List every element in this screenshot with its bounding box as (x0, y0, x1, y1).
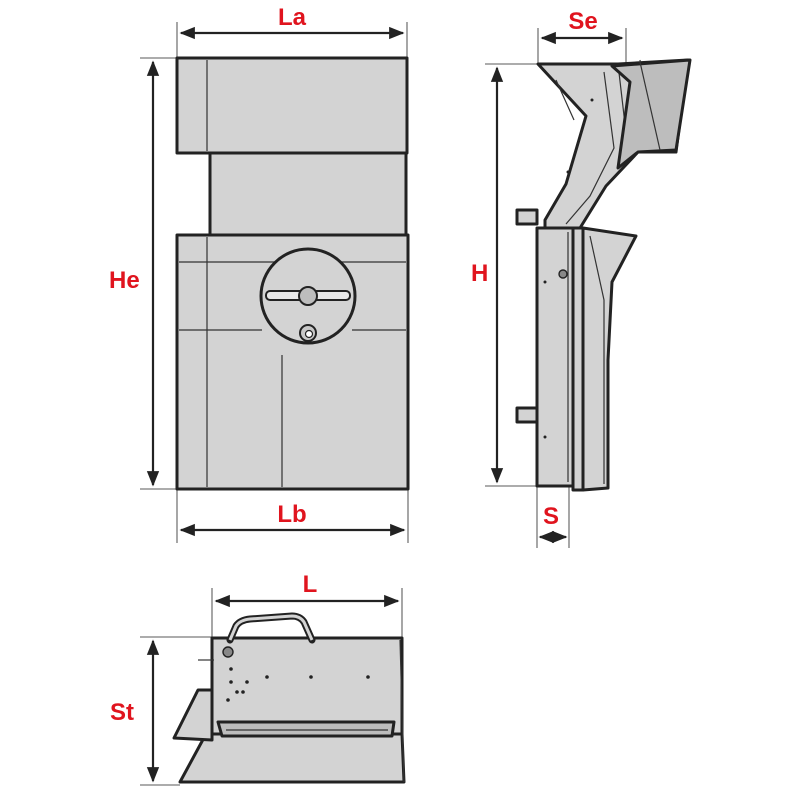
dim-H: H (471, 63, 538, 487)
plan-view (172, 612, 406, 784)
dim-La: La (176, 4, 408, 58)
front-top-cap (175, 56, 409, 155)
dim-St: St (110, 636, 212, 786)
plan-lower-hood (178, 732, 406, 784)
label-Lb: Lb (277, 501, 306, 528)
label-S: S (543, 503, 559, 530)
side-lower-body (535, 226, 579, 488)
side-bracket-top (515, 208, 539, 226)
dim-He: He (109, 57, 177, 490)
side-view (515, 58, 692, 492)
label-Se: Se (568, 8, 597, 35)
dim-Se: Se (537, 8, 627, 64)
front-view (175, 56, 410, 491)
label-He: He (109, 267, 140, 294)
label-La: La (278, 4, 307, 31)
label-H: H (471, 260, 488, 287)
plan-ledge (216, 720, 396, 738)
front-neck (208, 151, 408, 237)
dim-L: L (211, 571, 403, 638)
side-front-lip (581, 226, 638, 492)
dim-S: S (536, 486, 570, 548)
dim-Lb: Lb (176, 489, 409, 543)
label-St: St (110, 699, 134, 726)
label-L: L (303, 571, 318, 598)
plan-side-flap (172, 688, 214, 742)
side-bracket-bottom (515, 406, 539, 424)
plan-main-box (210, 636, 404, 736)
side-connector (610, 58, 692, 170)
